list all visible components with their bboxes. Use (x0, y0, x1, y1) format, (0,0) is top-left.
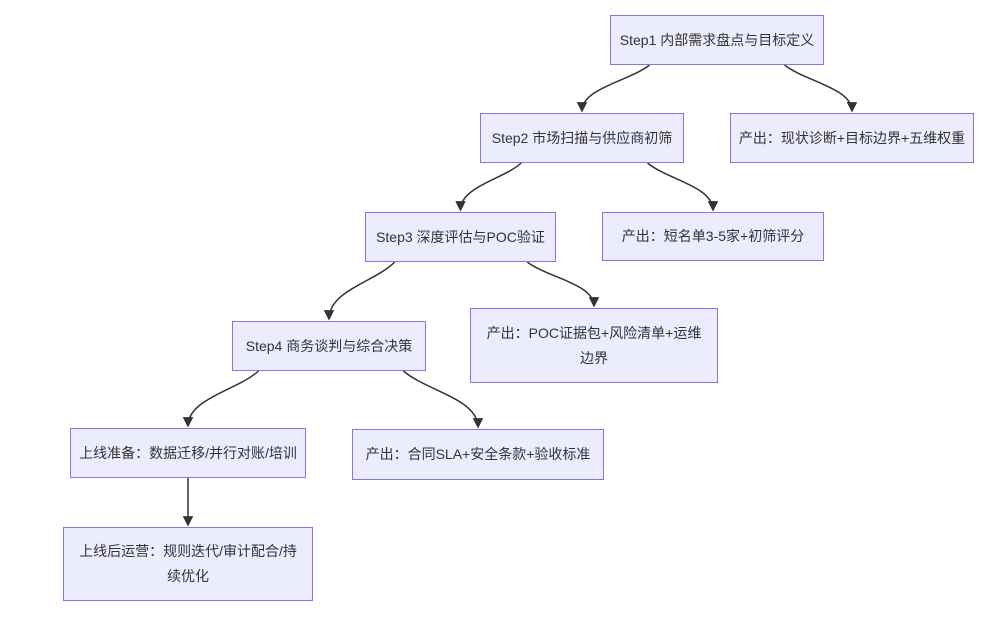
node-output-step4: 产出：合同SLA+安全条款+验收标准 (352, 429, 604, 480)
node-step4-negotiation: Step4 商务谈判与综合决策 (232, 321, 426, 371)
edge-step2-to-step3 (455, 162, 522, 212)
edge-step4-to-out4 (403, 370, 484, 429)
node-post-launch-operations: 上线后运营：规则迭代/审计配合/持续优化 (63, 527, 313, 601)
node-step3-poc-evaluation: Step3 深度评估与POC验证 (365, 212, 556, 262)
edge-step1-to-step2 (576, 64, 650, 113)
node-output-step3: 产出：POC证据包+风险清单+运维边界 (470, 308, 718, 383)
edge-step1-to-out1 (784, 64, 858, 113)
node-step1-requirements: Step1 内部需求盘点与目标定义 (610, 15, 824, 65)
node-output-step1: 产出：现状诊断+目标边界+五维权重 (730, 113, 974, 163)
node-step2-market-scan: Step2 市场扫描与供应商初筛 (480, 113, 684, 163)
node-launch-preparation: 上线准备：数据迁移/并行对账/培训 (70, 428, 306, 478)
edge-step3-to-step4 (323, 261, 396, 321)
edge-step2-to-out2 (647, 162, 719, 212)
edge-step3-to-out3 (526, 261, 600, 308)
edge-step4-to-ready (182, 370, 260, 428)
node-output-step2: 产出：短名单3-5家+初筛评分 (602, 212, 824, 261)
